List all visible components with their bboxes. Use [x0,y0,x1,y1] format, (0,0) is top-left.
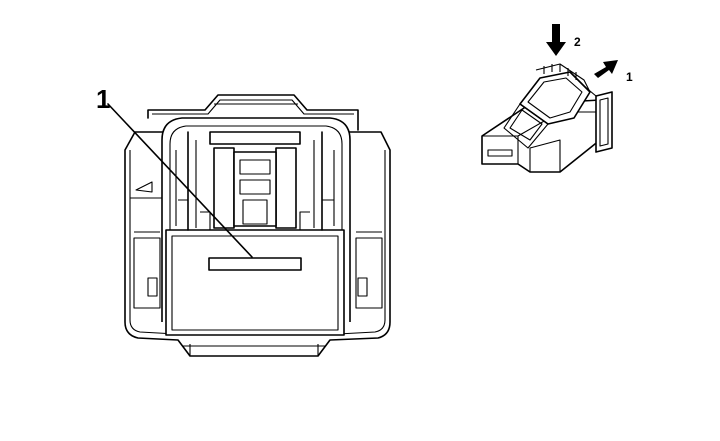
slide-out-arrow [594,60,618,78]
step-1-label: 1 [626,70,633,84]
callout-leader-line [107,103,253,258]
connector-iso-view: 2 1 [481,24,633,173]
connector-front-view: 1 [96,84,391,357]
release-slot [208,257,302,271]
push-down-arrow [546,24,566,56]
step-2-label: 2 [574,35,581,49]
callout-number-1: 1 [96,84,110,114]
